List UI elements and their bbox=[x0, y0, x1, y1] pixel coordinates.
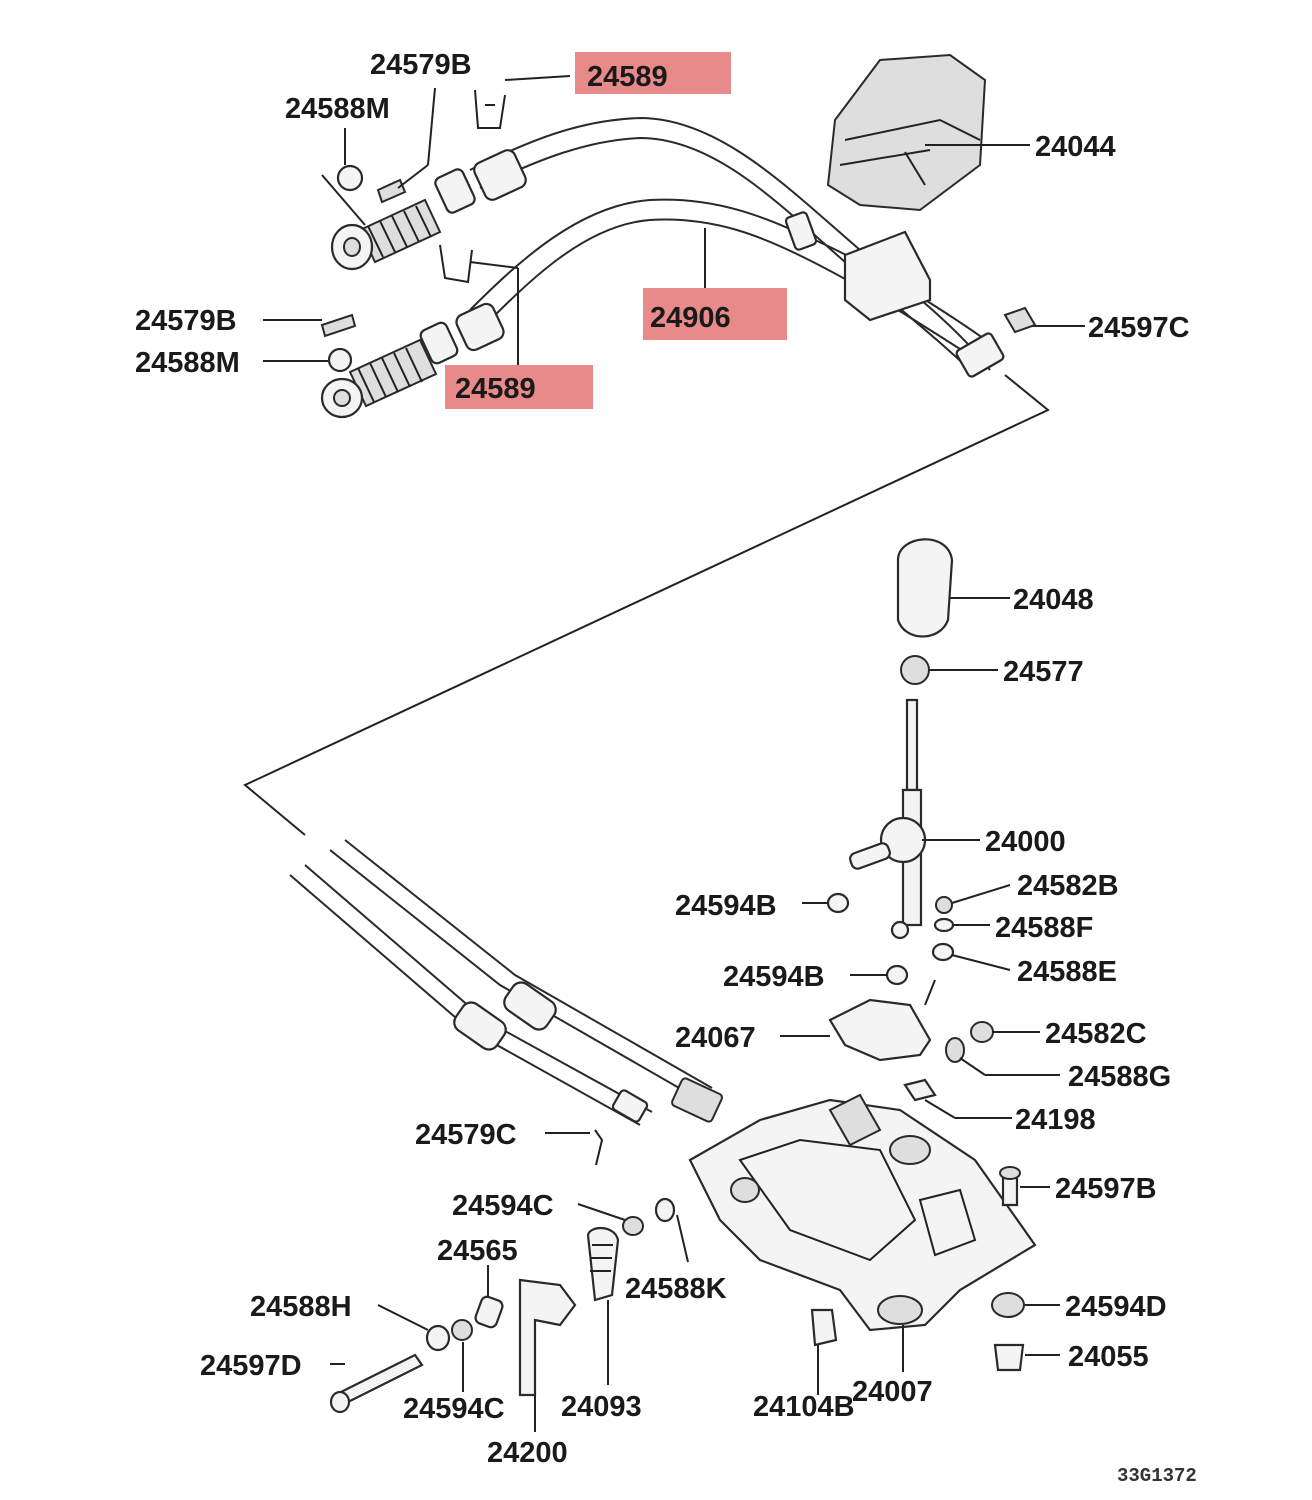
label-24589-bottom: 24589 bbox=[455, 373, 536, 405]
label-24579b-left: 24579B bbox=[135, 305, 237, 337]
label-24594c-top: 24594C bbox=[452, 1190, 554, 1222]
label-24906: 24906 bbox=[650, 302, 731, 334]
label-24582b: 24582B bbox=[1017, 870, 1119, 902]
part-labels: 24579B 24589 24588M 24044 24579B 24906 2… bbox=[135, 49, 1197, 1487]
label-24588e: 24588E bbox=[1017, 956, 1117, 988]
label-24589-top: 24589 bbox=[587, 61, 668, 93]
label-24588m-top: 24588M bbox=[285, 93, 390, 125]
label-24579c: 24579C bbox=[415, 1119, 517, 1151]
label-24597c: 24597C bbox=[1088, 312, 1190, 344]
connection-outline bbox=[243, 374, 1050, 836]
label-24048: 24048 bbox=[1013, 584, 1094, 616]
label-24093: 24093 bbox=[561, 1391, 642, 1423]
label-24565: 24565 bbox=[437, 1235, 518, 1267]
label-24200: 24200 bbox=[487, 1437, 568, 1469]
shift-cable-assembly bbox=[320, 53, 1037, 419]
leader-lines-lower bbox=[330, 597, 1060, 1432]
label-24594c-bottom: 24594C bbox=[403, 1393, 505, 1425]
label-24000: 24000 bbox=[985, 826, 1066, 858]
highlight-24589-top bbox=[575, 52, 731, 94]
label-24055: 24055 bbox=[1068, 1341, 1149, 1373]
highlight-24906 bbox=[643, 288, 787, 340]
label-24588g: 24588G bbox=[1068, 1061, 1171, 1093]
label-24588m-left: 24588M bbox=[135, 347, 240, 379]
label-24597d: 24597D bbox=[200, 1350, 302, 1382]
label-24594d: 24594D bbox=[1065, 1291, 1167, 1323]
label-24588h: 24588H bbox=[250, 1291, 352, 1323]
leader-lines-upper bbox=[263, 75, 1085, 365]
label-24198: 24198 bbox=[1015, 1104, 1096, 1136]
label-24104b: 24104B bbox=[753, 1391, 855, 1423]
diagram-code: 33G1372 bbox=[1117, 1465, 1197, 1487]
label-24007: 24007 bbox=[852, 1376, 933, 1408]
label-24594b-top: 24594B bbox=[675, 890, 777, 922]
label-24594b-mid: 24594B bbox=[723, 961, 825, 993]
label-24588k: 24588K bbox=[625, 1273, 727, 1305]
label-24577: 24577 bbox=[1003, 656, 1084, 688]
label-24597b: 24597B bbox=[1055, 1173, 1157, 1205]
highlight-24589-bottom bbox=[445, 365, 593, 409]
label-24067: 24067 bbox=[675, 1022, 756, 1054]
label-24579b-top: 24579B bbox=[370, 49, 472, 81]
shifter-assembly bbox=[289, 538, 1037, 1414]
label-24588f: 24588F bbox=[995, 912, 1093, 944]
label-24044: 24044 bbox=[1035, 131, 1116, 163]
label-24582c: 24582C bbox=[1045, 1018, 1147, 1050]
